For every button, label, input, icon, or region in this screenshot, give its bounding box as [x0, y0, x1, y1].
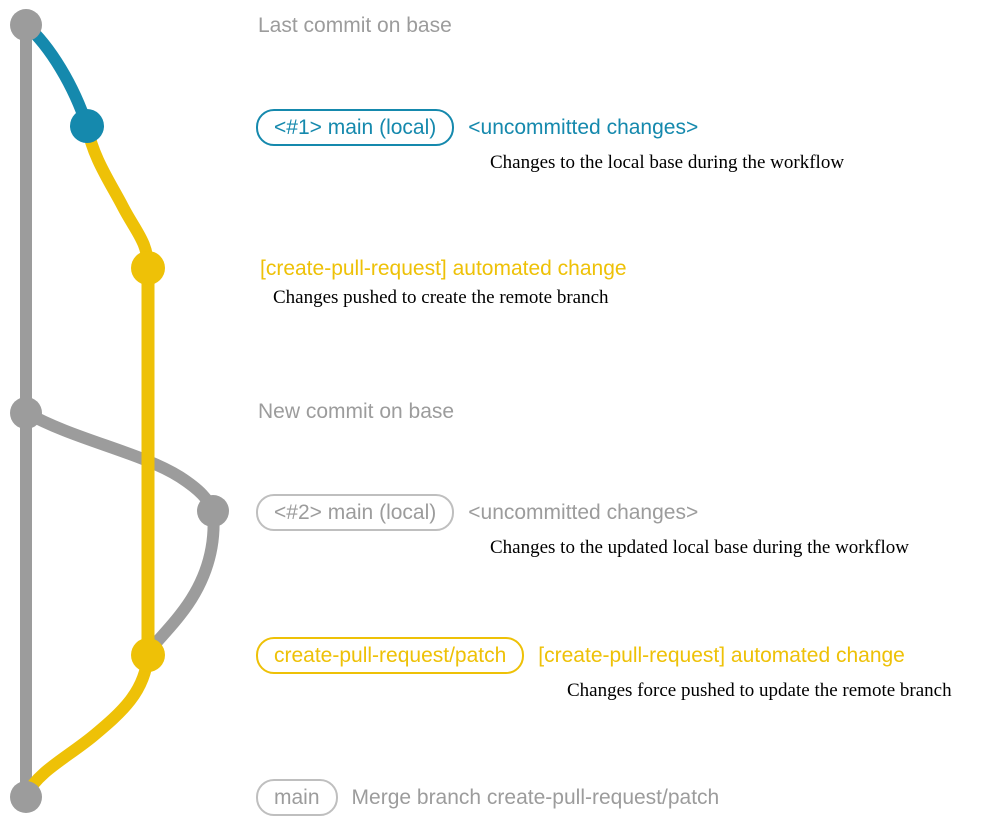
- annotation-automated-change-1: [create-pull-request] automated change C…: [260, 256, 627, 309]
- curve-local-main-2-to-patch: [144, 505, 220, 656]
- annotation-merge-commit: main Merge branch create-pull-request/pa…: [256, 779, 719, 816]
- caption-updated-local-base-changes: Changes to the updated local base during…: [490, 537, 909, 558]
- new-commit-label: New commit on base: [258, 400, 455, 423]
- last-commit-label: Last commit on base: [258, 14, 452, 37]
- branch-badge-main-local-2: <#2> main (local): [256, 494, 455, 531]
- branch-badge-main-local-1: <#1> main (local): [256, 109, 455, 146]
- caption-force-pushed-update-remote-branch: Changes force pushed to update the remot…: [567, 680, 952, 701]
- patch-merge-curve: [21, 649, 154, 800]
- commit-dot-local-main-2: [197, 495, 229, 527]
- commit-dot-automated-change-2: [131, 638, 165, 672]
- branch-badge-patch: create-pull-request/patch: [256, 637, 525, 674]
- uncommitted-changes-note-2: <uncommitted changes>: [468, 501, 699, 524]
- commit-message-merge: Merge branch create-pull-request/patch: [351, 786, 720, 809]
- commit-dot-automated-change-1: [131, 251, 165, 285]
- git-graph: [10, 9, 229, 813]
- annotation-local-main-2: <#2> main (local) <uncommitted changes> …: [256, 494, 909, 559]
- caption-pushed-create-remote-branch: Changes pushed to create the remote bran…: [273, 287, 609, 308]
- commit-dot-new-commit-on-base: [10, 397, 42, 429]
- annotation-local-main-1: <#1> main (local) <uncommitted changes> …: [256, 109, 844, 174]
- annotation-last-commit-on-base: Last commit on base: [258, 13, 452, 39]
- annotation-new-commit-on-base: New commit on base: [258, 399, 454, 425]
- commit-message-automated-change-2: [create-pull-request] automated change: [538, 644, 905, 667]
- branch-badge-main: main: [256, 779, 338, 816]
- patch-branch-curve-top: [81, 120, 154, 274]
- commit-dot-merge: [10, 781, 42, 813]
- rebase-curve-to-local-main-2: [21, 407, 219, 517]
- commit-message-automated-change-1: [create-pull-request] automated change: [260, 257, 627, 280]
- local-main-branch-curve: [20, 19, 93, 132]
- caption-local-base-changes: Changes to the local base during the wor…: [490, 152, 845, 173]
- commit-dot-local-main-1: [70, 109, 104, 143]
- uncommitted-changes-note-1: <uncommitted changes>: [468, 116, 699, 139]
- annotation-automated-change-2: create-pull-request/patch [create-pull-r…: [256, 637, 952, 702]
- commit-dot-last-commit-on-base: [10, 9, 42, 41]
